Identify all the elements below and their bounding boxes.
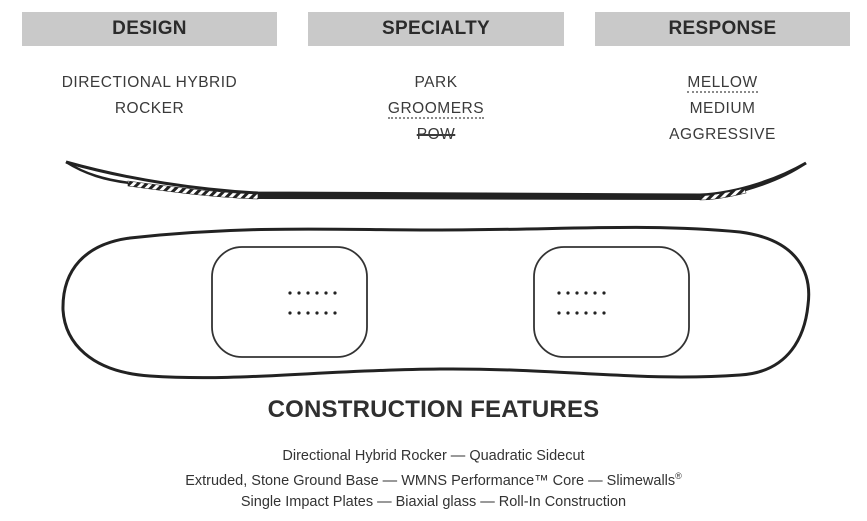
board-outline <box>61 225 811 380</box>
profile-underside-right <box>744 161 807 192</box>
specialty-column: PARK GROOMERS POW <box>308 70 564 148</box>
snowboard-illustration <box>61 160 811 380</box>
response-column: MELLOW MEDIUM AGGRESSIVE <box>595 70 850 148</box>
profile-hatch-tail <box>699 187 747 201</box>
design-column: DIRECTIONAL HYBRID ROCKER <box>22 70 277 122</box>
specialty-item-groomers: GROOMERS <box>387 100 485 119</box>
registered-mark: ® <box>675 471 682 481</box>
response-item-medium: MEDIUM <box>689 100 756 117</box>
feature-line-2: Extruded, Stone Ground Base — WMNS Perfo… <box>0 471 867 489</box>
specialty-header: SPECIALTY <box>308 12 564 46</box>
binding-plate-right <box>533 246 690 358</box>
insert-holes-left <box>288 291 337 315</box>
profile-top-line <box>65 160 807 197</box>
specialty-item-park: PARK <box>414 74 458 91</box>
response-item-aggressive: AGGRESSIVE <box>669 126 776 143</box>
feature-line-2-text: Extruded, Stone Ground Base — WMNS Perfo… <box>185 472 676 489</box>
design-header-label: DESIGN <box>112 18 187 39</box>
specialty-header-label: SPECIALTY <box>382 18 490 39</box>
construction-features-title: CONSTRUCTION FEATURES <box>267 396 600 423</box>
binding-plate-left <box>211 246 368 358</box>
response-header: RESPONSE <box>595 12 850 46</box>
response-item-mellow: MELLOW <box>687 74 758 93</box>
profile-underside-left <box>65 160 131 185</box>
design-line-2: ROCKER <box>114 100 185 117</box>
profile-hatch-nose <box>127 180 259 200</box>
insert-holes-right <box>557 291 606 315</box>
response-header-label: RESPONSE <box>668 18 777 39</box>
design-header: DESIGN <box>22 12 277 46</box>
board-side-profile <box>65 160 807 201</box>
specialty-item-pow: POW <box>416 126 456 143</box>
board-top-view <box>61 225 811 380</box>
design-line-1: DIRECTIONAL HYBRID <box>61 74 238 91</box>
feature-line-3: Single Impact Plates — Biaxial glass — R… <box>240 494 627 510</box>
profile-camber-base <box>258 194 700 200</box>
feature-line-1: Directional Hybrid Rocker — Quadratic Si… <box>282 448 585 464</box>
